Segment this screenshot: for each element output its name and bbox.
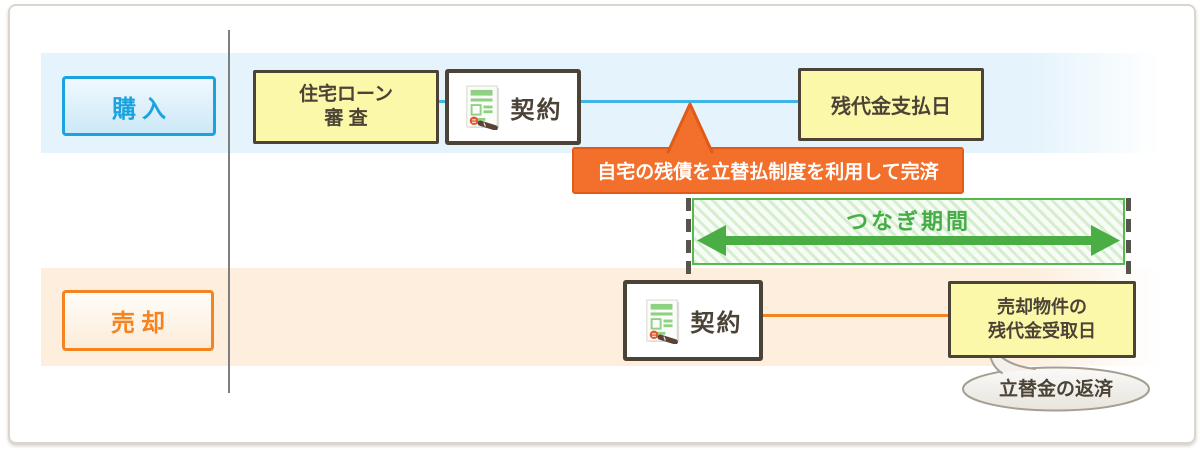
loan-review-note: 住宅ローン 審 査 [253, 70, 439, 144]
sale-receipt-line1: 売却物件の [997, 297, 1087, 318]
purchase-contract-label: 契約 [510, 96, 563, 124]
timeline-start-divider [228, 30, 230, 393]
sale-row-label-text: 売却 [111, 310, 171, 337]
final-payment-note: 残代金支払日 [798, 68, 984, 141]
payoff-callout: 自宅の残債を立替払制度を利用して完済 [572, 147, 964, 194]
purchase-row-label-text: 購入 [112, 95, 172, 123]
bridge-end-dashed-line [1126, 198, 1131, 281]
loan-review-line1: 住宅ローン [298, 84, 394, 106]
payoff-callout-text: 自宅の残債を立替払制度を利用して完済 [597, 162, 939, 183]
callout-pointer [666, 102, 714, 154]
contract-document-icon [645, 299, 679, 344]
final-payment-label: 残代金支払日 [831, 96, 951, 118]
purchase-timeline-line [430, 100, 798, 103]
sale-contract-box: 契約 [623, 280, 763, 361]
loan-review-line2: 審 査 [324, 108, 368, 129]
sale-receipt-line2: 残代金受取日 [988, 320, 1096, 341]
purchase-row-label: 購入 [62, 76, 216, 136]
sale-receipt-note: 売却物件の 残代金受取日 [948, 281, 1136, 358]
bridge-period-label: つなぎ期間 [845, 209, 971, 234]
sale-contract-label: 契約 [690, 310, 743, 337]
repayment-bubble [962, 345, 1150, 412]
bridge-start-dashed-line [686, 198, 691, 280]
bridge-double-arrow [697, 225, 1120, 256]
sale-row-label: 売却 [62, 290, 214, 351]
sale-timeline-line [748, 314, 950, 317]
repayment-bubble-text: 立替金の返済 [998, 379, 1113, 400]
contract-document-icon [465, 85, 499, 130]
bridge-period-box: つなぎ期間 [692, 198, 1125, 265]
purchase-contract-box: 契約 [445, 69, 581, 145]
